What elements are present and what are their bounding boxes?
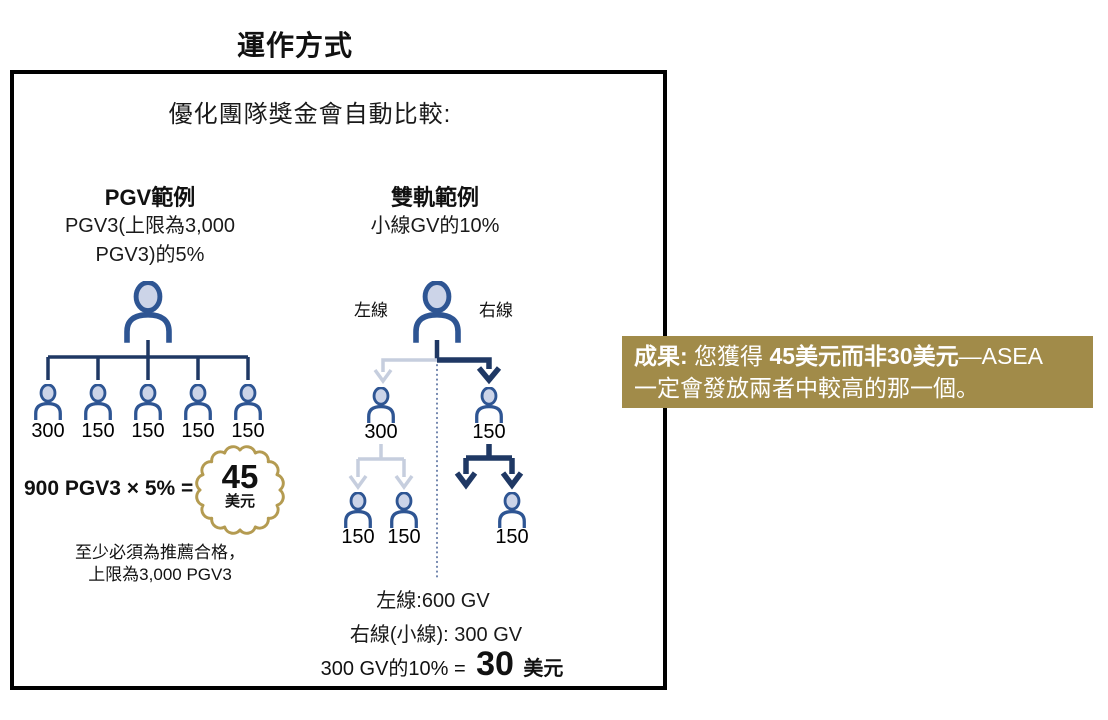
pgv-footnote-line2: 上限為3,000 PGV3 (88, 565, 232, 584)
binary-level3-value: 150 (495, 526, 529, 548)
sponsor-person-icon (416, 283, 458, 343)
result-callout-line1: 成果: 您獲得 45美元而非30美元—ASEA (634, 340, 1081, 372)
result-callout: 成果: 您獲得 45美元而非30美元—ASEA 一定會發放兩者中較高的那一個。 (622, 336, 1093, 408)
pgv-equation: 900 PGV3 × 5% = (24, 477, 194, 500)
result-amounts: 45美元而非30美元 (769, 343, 959, 369)
left-leg-label: 左線 (354, 301, 388, 320)
sponsor-person-icon (127, 283, 169, 343)
binary-payout-unit: 美元 (523, 658, 564, 680)
comparison-box: 優化團隊獎金會自動比較: PGV範例 雙軌範例 PGV3(上限為3,000 PG… (10, 70, 667, 690)
person-icon (390, 492, 418, 528)
pgv-payout-unit: 美元 (224, 493, 255, 510)
pgv-column-header: PGV範例 (104, 185, 196, 210)
pgv-child-value: 150 (181, 420, 215, 442)
right-leg-total: 右線(小線): 300 GV (349, 624, 523, 646)
pgv-child-values: 300 150 150 150 150 (23, 420, 273, 443)
right-leg-fork-icon (454, 444, 524, 490)
binary-equation: 300 GV的10% = 30 美元 (297, 645, 587, 684)
binary-level3-value: 150 (387, 526, 421, 548)
binary-payout-value: 30 (476, 645, 514, 683)
result-text2: —ASEA (958, 343, 1043, 369)
page-title: 運作方式 (236, 30, 353, 61)
person-icon (134, 384, 162, 420)
pgv-column-subtitle: PGV3(上限為3,000 PGV3)的5% (30, 212, 270, 270)
person-icon (475, 387, 503, 423)
left-leg-arrow-icon (373, 358, 437, 384)
pgv-subtitle-line1: PGV3(上限為3,000 (64, 215, 236, 237)
pgv-child-value: 150 (131, 420, 165, 442)
binary-column-subtitle: 小線GV的10% (370, 215, 500, 237)
right-leg-arrow-icon (437, 357, 502, 385)
right-leg-label: 右線 (479, 301, 513, 320)
box-heading: 優化團隊獎金會自動比較: (168, 101, 452, 128)
pgv-payout-badge: 45 美元 (195, 460, 285, 509)
pgv-payout-value: 45 (221, 458, 259, 495)
pgv-footnote-line1: 至少必須為推薦合格， (75, 543, 245, 562)
pgv-child-value: 150 (81, 420, 115, 442)
binary-level2-value: 300 (364, 421, 398, 443)
person-icon (84, 384, 112, 420)
binary-level3-value: 150 (341, 526, 375, 548)
left-leg-total: 左線:600 GV (376, 590, 490, 612)
binary-equation-prefix: 300 GV的10% = (320, 658, 466, 680)
person-icon (344, 492, 372, 528)
person-icon (498, 492, 526, 528)
person-icon (234, 384, 262, 420)
tree-connector (46, 340, 250, 380)
person-icon (34, 384, 62, 420)
pgv-tree (34, 276, 262, 420)
pgv-child-value: 150 (231, 420, 265, 442)
seal-badge-icon (195, 445, 285, 535)
result-callout-line2: 一定會發放兩者中較高的那一個。 (634, 375, 979, 401)
binary-level2-value: 150 (472, 421, 506, 443)
result-lead: 成果: (634, 343, 688, 369)
pgv-subtitle-line2: PGV3)的5% (95, 244, 205, 266)
binary-column-header: 雙軌範例 (390, 185, 479, 210)
pgv-child-value: 300 (31, 420, 65, 442)
result-text1: 您獲得 (687, 343, 770, 369)
pgv-footnote: 至少必須為推薦合格， 上限為3,000 PGV3 (40, 542, 280, 586)
person-icon (184, 384, 212, 420)
person-icon (367, 387, 395, 423)
left-leg-fork-icon (348, 444, 414, 490)
